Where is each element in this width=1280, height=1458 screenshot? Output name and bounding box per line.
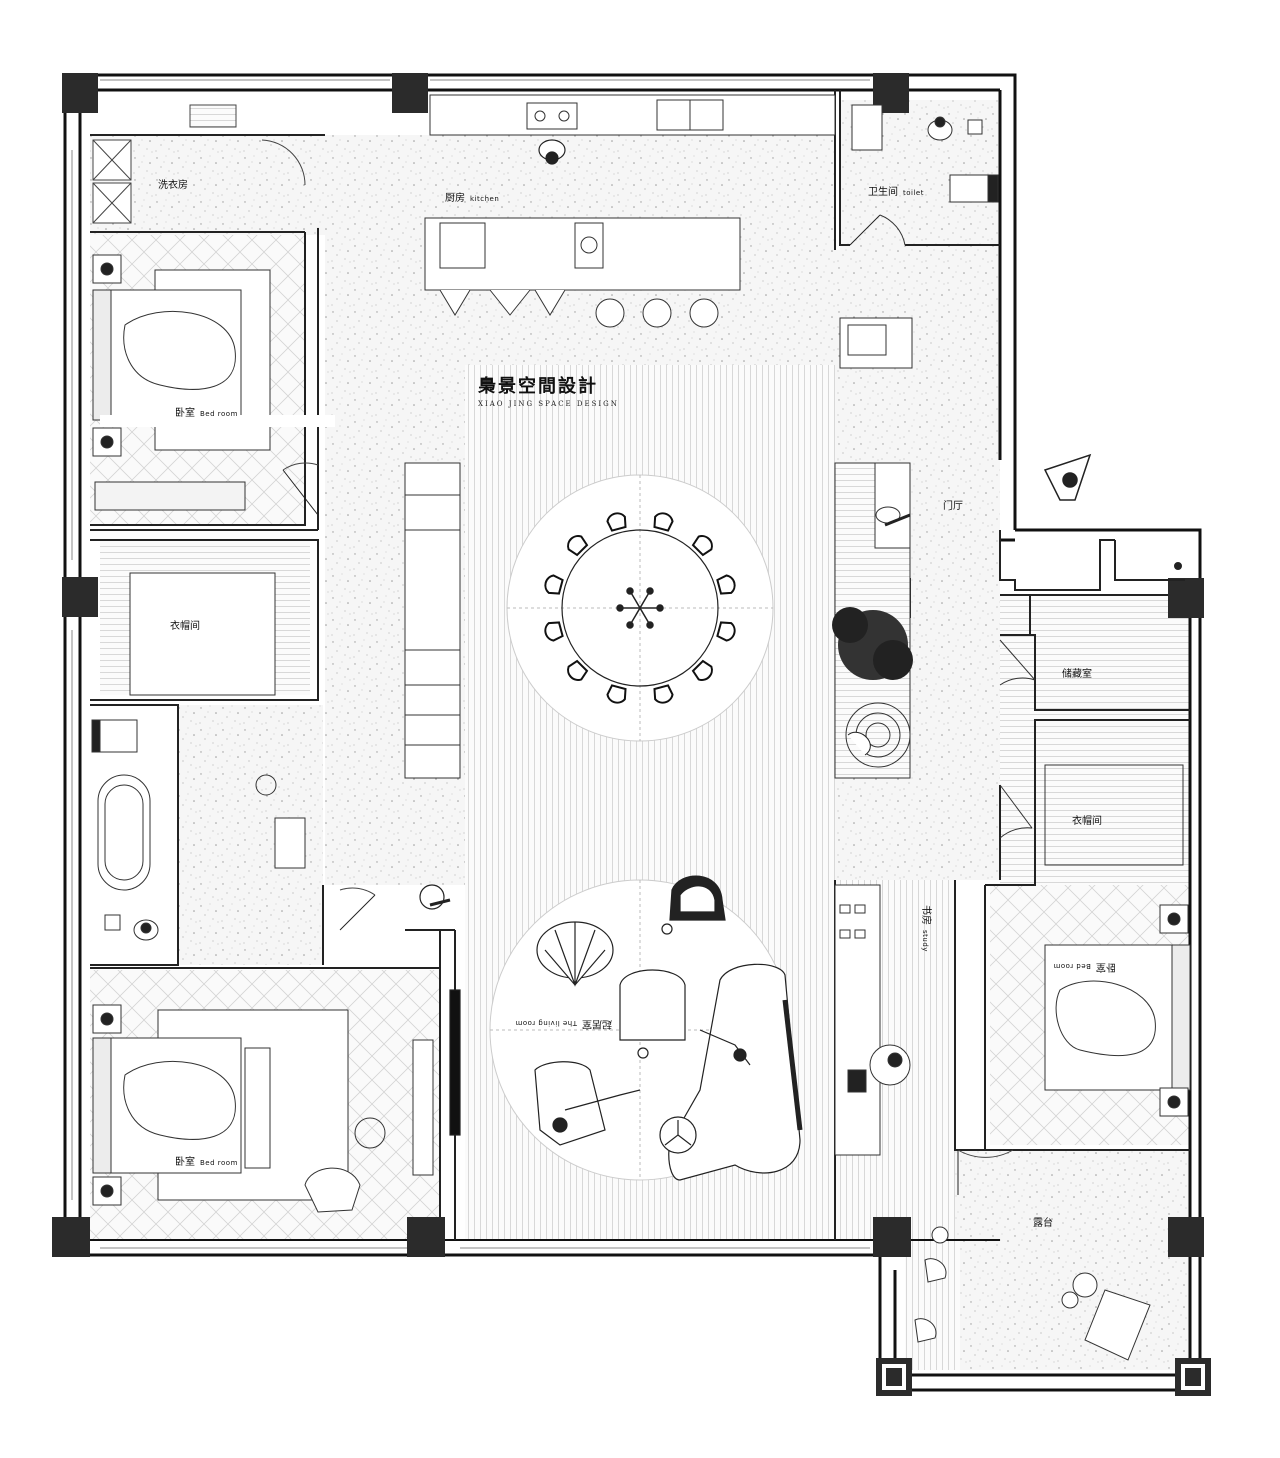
living-furniture bbox=[419, 875, 803, 1181]
label-living-room-zh: 起居室 bbox=[581, 1018, 612, 1029]
label-laundry-zh: 洗衣房 bbox=[158, 180, 188, 191]
visitor-figure bbox=[1043, 453, 1092, 501]
label-entrance: 门厅 bbox=[943, 497, 963, 512]
label-entrance-zh: 门厅 bbox=[943, 501, 963, 512]
kitchen-counter-north bbox=[429, 94, 836, 136]
storage-doors bbox=[999, 639, 1036, 839]
wardrobe-right-island bbox=[1044, 764, 1184, 866]
dining-chair bbox=[716, 574, 736, 595]
dining-centerpiece bbox=[616, 587, 664, 629]
label-bedroom-top-left-en: Bed room bbox=[200, 410, 238, 418]
label-living-room: 起居室 The living room bbox=[515, 1018, 612, 1033]
dining-chair bbox=[716, 621, 736, 642]
dining-chair bbox=[544, 621, 564, 642]
entry-door-frame bbox=[999, 530, 1185, 591]
label-kitchen-en: kitchen bbox=[470, 195, 500, 203]
dining-chair bbox=[691, 659, 713, 681]
label-toilet-en: toilet bbox=[903, 189, 924, 197]
cook-figure bbox=[538, 139, 566, 165]
label-toilet-zh: 卫生间 bbox=[868, 187, 898, 198]
windows bbox=[71, 79, 870, 1249]
wardrobe-left-island bbox=[129, 572, 276, 696]
brand-name-en: XIAO JING SPACE DESIGN bbox=[478, 400, 619, 408]
dining-chair bbox=[606, 512, 627, 532]
label-kitchen-zh: 厨房 bbox=[445, 193, 465, 204]
label-storage-zh: 储藏室 bbox=[1062, 669, 1092, 680]
terrace-furniture bbox=[914, 1226, 1151, 1361]
bedroom-right-furniture bbox=[1044, 904, 1191, 1117]
dining-chair bbox=[691, 535, 713, 557]
label-bedroom-bottom-left-en: Bed room bbox=[200, 1159, 238, 1167]
label-kitchen: 厨房 kitchen bbox=[445, 189, 499, 204]
long-console bbox=[404, 462, 461, 779]
entry-sink bbox=[839, 317, 913, 369]
door-swings bbox=[261, 139, 1014, 1195]
label-bedroom-top-left-zh: 卧室 bbox=[175, 408, 195, 419]
entrance-furniture bbox=[832, 462, 913, 779]
label-toilet: 卫生间 toilet bbox=[868, 183, 924, 198]
dining-chair bbox=[567, 659, 589, 681]
brand-name-zh: 梟景空間設計 bbox=[478, 376, 598, 397]
label-study: 书房 study bbox=[920, 905, 935, 952]
label-storage: 储藏室 bbox=[1062, 665, 1092, 680]
label-bedroom-bottom-left: 卧室 Bed room bbox=[175, 1153, 238, 1168]
label-terrace-zh: 露台 bbox=[1033, 1218, 1053, 1229]
label-living-room-en: The living room bbox=[515, 1019, 577, 1027]
label-wardrobe-left-zh: 衣帽间 bbox=[170, 621, 200, 632]
dining-chair bbox=[544, 574, 564, 595]
bedroom-top-left-furniture bbox=[92, 254, 335, 511]
dining-chairs bbox=[544, 512, 736, 704]
label-study-en: study bbox=[921, 930, 929, 952]
bathroom-left-fixtures bbox=[91, 719, 306, 941]
bedroom-bottom-left-furniture bbox=[92, 1004, 434, 1213]
label-wardrobe-right-zh: 衣帽间 bbox=[1072, 816, 1102, 827]
toilet-fixtures bbox=[849, 104, 999, 246]
label-wardrobe-right: 衣帽间 bbox=[1072, 812, 1102, 827]
label-bedroom-right-en: Bed room bbox=[1053, 962, 1091, 970]
label-laundry: 洗衣房 bbox=[158, 176, 188, 191]
label-study-zh: 书房 bbox=[920, 905, 931, 925]
label-wardrobe-left: 衣帽间 bbox=[170, 617, 200, 632]
label-bedroom-top-left: 卧室 Bed room bbox=[175, 404, 238, 419]
dining-chair bbox=[653, 512, 674, 532]
dining-chair bbox=[653, 684, 674, 704]
study-furniture bbox=[834, 884, 911, 1156]
dining-chair bbox=[606, 684, 627, 704]
label-terrace: 露台 bbox=[1033, 1214, 1053, 1229]
kitchen-island bbox=[424, 217, 741, 328]
dining-chair bbox=[567, 535, 589, 557]
laundry-machines bbox=[92, 104, 237, 224]
label-bedroom-bottom-left-zh: 卧室 bbox=[175, 1157, 195, 1168]
label-bedroom-right-zh: 卧室 bbox=[1095, 961, 1116, 972]
brand-logo: 梟景空間設計 XIAO JING SPACE DESIGN bbox=[478, 372, 619, 408]
label-bedroom-right: 卧室 Bed room bbox=[1053, 961, 1116, 976]
